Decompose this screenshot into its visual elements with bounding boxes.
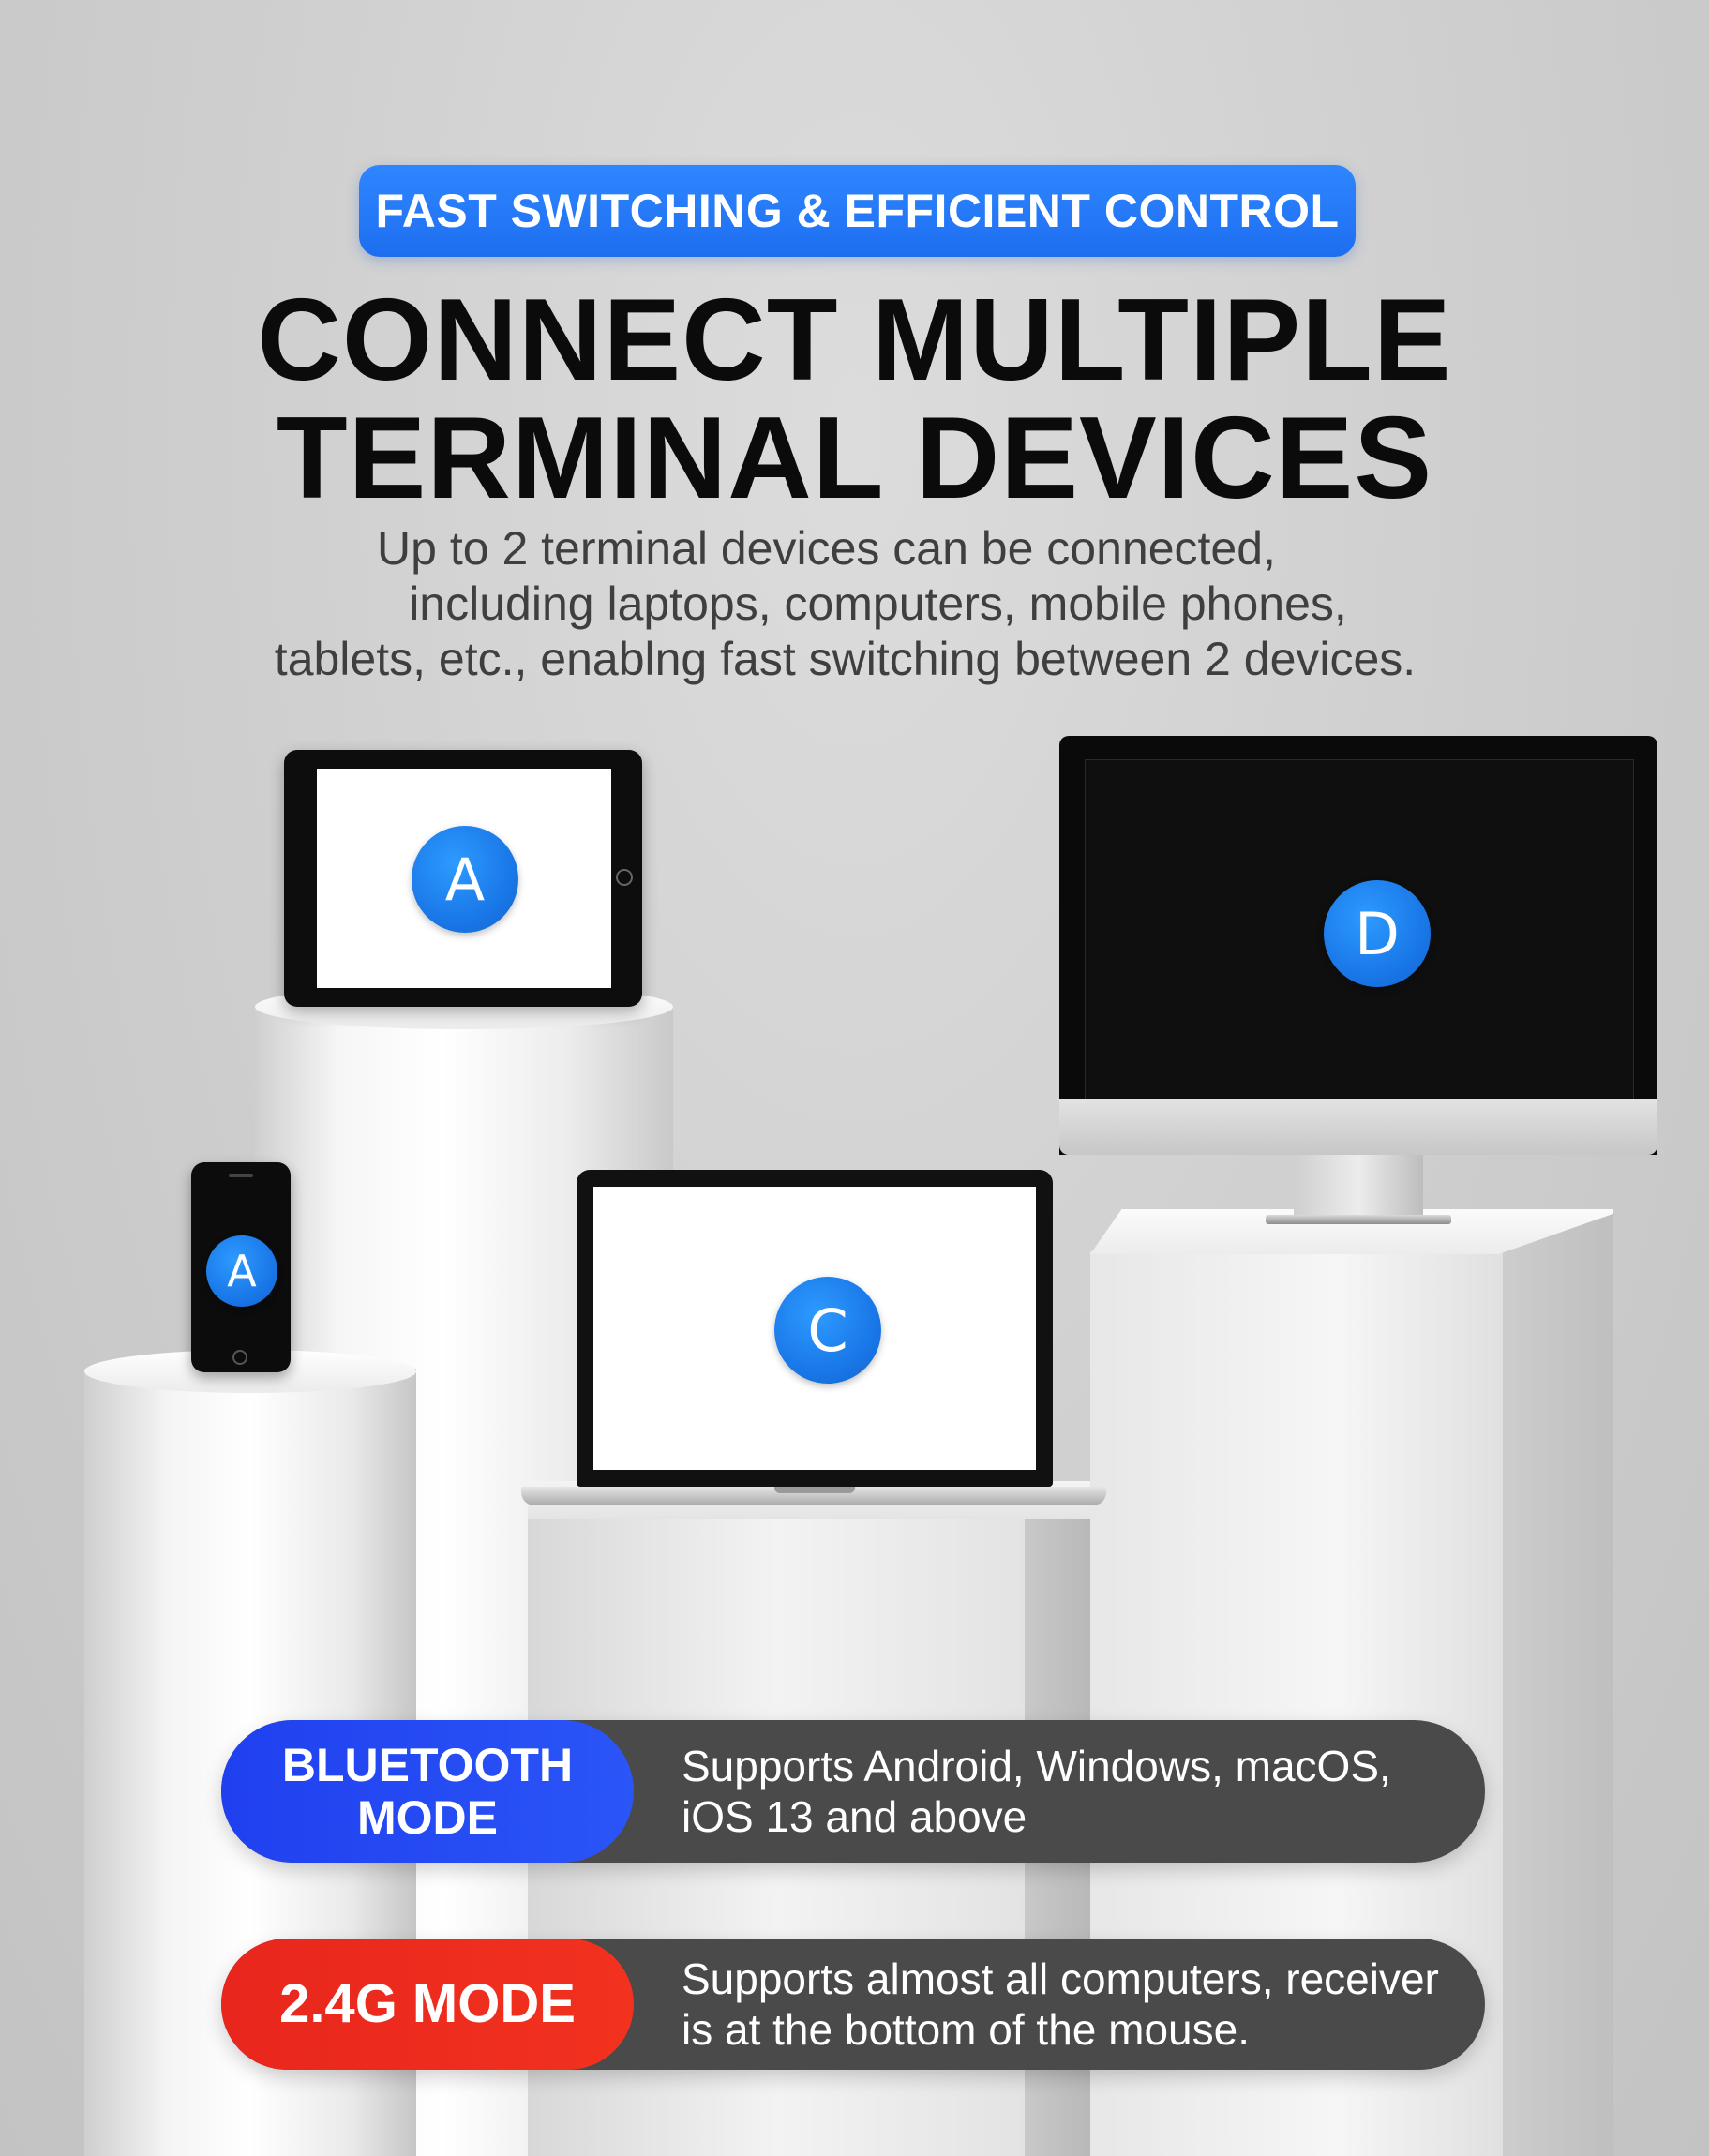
bluetooth-mode-description: Supports Android, Windows, macOS, iOS 13…: [682, 1720, 1450, 1863]
device-badge-a: A: [412, 826, 518, 933]
laptop-base: [521, 1487, 1106, 1505]
laptop-notch: [774, 1487, 855, 1493]
g24-mode-bar: 2.4G MODE Supports almost all computers,…: [221, 1939, 1485, 2070]
description: Up to 2 terminal devices can be connecte…: [0, 521, 1709, 687]
g24-desc-line-2: is at the bottom of the mouse.: [682, 2005, 1250, 2054]
monitor-foot: [1266, 1215, 1451, 1224]
headline: CONNECT MULTIPLE TERMINAL DEVICES: [0, 281, 1709, 517]
monitor-device: D: [1059, 736, 1657, 1155]
monitor-screen: D: [1085, 759, 1634, 1100]
bluetooth-label-line-2: MODE: [357, 1791, 498, 1844]
bluetooth-label-line-1: BLUETOOTH: [281, 1739, 574, 1791]
monitor-chin: [1059, 1099, 1657, 1155]
description-line-3: tablets, etc., enablng fast switching be…: [274, 633, 1417, 685]
device-badge-c: C: [774, 1277, 881, 1384]
feature-tag: FAST SWITCHING & EFFICIENT CONTROL: [359, 165, 1356, 257]
g24-mode-label: 2.4G MODE: [221, 1939, 634, 2070]
phone-speaker: [229, 1174, 253, 1177]
phone-device: A: [191, 1162, 291, 1372]
tablet-home-button: [616, 869, 633, 886]
bluetooth-mode-label: BLUETOOTH MODE: [221, 1720, 634, 1863]
description-line-2: including laptops, computers, mobile pho…: [409, 577, 1347, 630]
tablet-device: A: [284, 750, 642, 1007]
laptop-screen: C: [593, 1187, 1036, 1470]
description-line-1: Up to 2 terminal devices can be connecte…: [377, 522, 1276, 575]
tablet-screen: A: [317, 769, 611, 988]
phone-home-button: [232, 1350, 247, 1365]
bluetooth-mode-bar: BLUETOOTH MODE Supports Android, Windows…: [221, 1720, 1485, 1863]
monitor-stand: [1294, 1155, 1423, 1215]
device-badge-a-phone: A: [206, 1235, 277, 1307]
bluetooth-desc-line-1: Supports Android, Windows, macOS,: [682, 1742, 1391, 1790]
headline-line-1: CONNECT MULTIPLE: [257, 276, 1452, 405]
headline-line-2: TERMINAL DEVICES: [276, 394, 1433, 523]
g24-mode-description: Supports almost all computers, receiver …: [682, 1939, 1450, 2070]
bluetooth-desc-line-2: iOS 13 and above: [682, 1792, 1027, 1841]
g24-desc-line-1: Supports almost all computers, receiver: [682, 1954, 1439, 2003]
device-badge-d: D: [1324, 880, 1431, 987]
monitor-pedestal-side: [1503, 1214, 1613, 2156]
laptop-device: C: [577, 1170, 1053, 1487]
